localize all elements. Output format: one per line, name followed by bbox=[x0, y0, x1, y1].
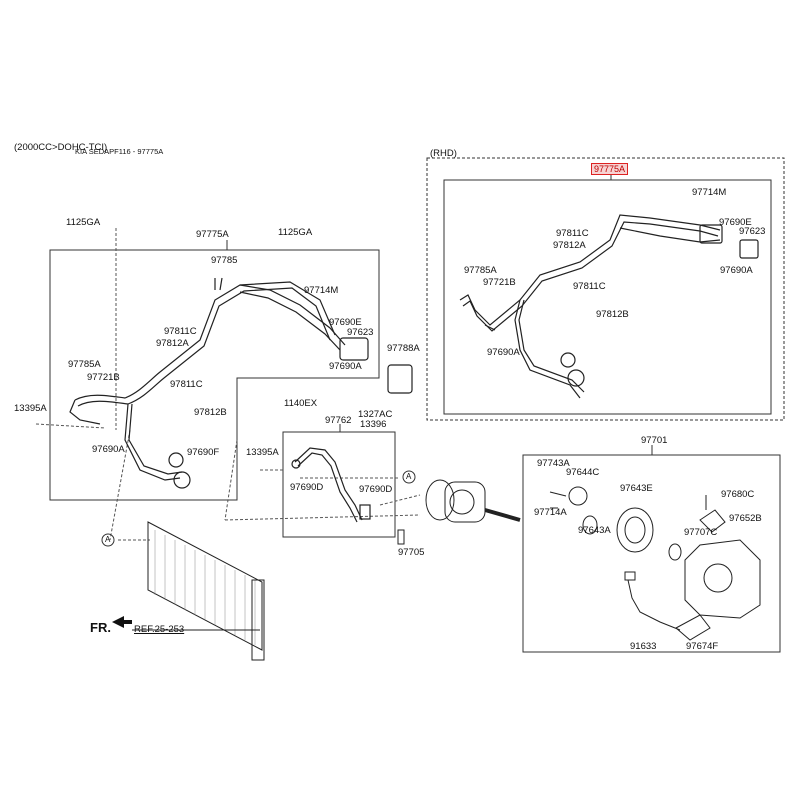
part-label-97690D-a[interactable]: 97690D bbox=[290, 482, 324, 493]
rhd-title: (RHD) bbox=[430, 148, 457, 159]
part-label-97785A-rhd[interactable]: 97785A bbox=[464, 265, 497, 276]
part-label-97674F[interactable]: 97674F bbox=[686, 641, 719, 652]
part-label-97788A[interactable]: 97788A bbox=[387, 343, 420, 354]
part-label-97743A[interactable]: 97743A bbox=[537, 458, 570, 469]
part-label-97812B-rhd[interactable]: 97812B bbox=[596, 309, 629, 320]
callout-a-label-mid: A bbox=[406, 472, 412, 481]
ref-link-25-253[interactable]: REF.25-253 bbox=[134, 624, 185, 635]
callout-a-label-bottom: A bbox=[105, 535, 111, 544]
front-arrow-icon bbox=[112, 616, 132, 628]
part-label-97812A-rhd[interactable]: 97812A bbox=[553, 240, 586, 251]
part-label-97714A[interactable]: 97714A bbox=[534, 507, 567, 518]
engine-spec: (2000CC>DOHC-TCI) bbox=[14, 142, 108, 153]
part-label-97785[interactable]: 97785 bbox=[211, 255, 238, 266]
part-label-97643A[interactable]: 97643A bbox=[578, 525, 611, 536]
highlighted-part-97775A[interactable]: 97775A bbox=[591, 163, 629, 175]
part-label-97775A[interactable]: 97775A bbox=[196, 229, 229, 240]
part-label-97701[interactable]: 97701 bbox=[641, 435, 668, 446]
part-label-1125GA-right[interactable]: 1125GA bbox=[278, 227, 313, 238]
part-label-97811C-b[interactable]: 97811C bbox=[170, 379, 203, 390]
part-label-97714M[interactable]: 97714M bbox=[304, 285, 339, 296]
part-label-97707C[interactable]: 97707C bbox=[684, 527, 718, 538]
part-label-97812B[interactable]: 97812B bbox=[194, 407, 227, 418]
lhd-main-box bbox=[49, 249, 380, 501]
part-label-97690A-right[interactable]: 97690A bbox=[329, 361, 362, 372]
part-label-1125GA-left[interactable]: 1125GA bbox=[66, 217, 101, 228]
part-label-97644C[interactable]: 97644C bbox=[566, 467, 600, 478]
part-label-97623[interactable]: 97623 bbox=[347, 327, 374, 338]
part-label-97705[interactable]: 97705 bbox=[398, 547, 425, 558]
front-direction-label: FR. bbox=[90, 620, 111, 635]
part-label-97811C-a[interactable]: 97811C bbox=[164, 326, 197, 337]
part-label-91633[interactable]: 91633 bbox=[630, 641, 657, 652]
part-label-97811C-rhd-b[interactable]: 97811C bbox=[573, 281, 606, 292]
part-label-97643E[interactable]: 97643E bbox=[620, 483, 653, 494]
part-label-97690E-rhd[interactable]: 97690E bbox=[719, 217, 752, 228]
part-label-97690F[interactable]: 97690F bbox=[187, 447, 220, 458]
part-label-97690D-b[interactable]: 97690D bbox=[359, 484, 393, 495]
part-label-97690A-rhd-bottom[interactable]: 97690A bbox=[487, 347, 520, 358]
part-label-1140EX[interactable]: 1140EX bbox=[284, 398, 318, 409]
part-label-97680C[interactable]: 97680C bbox=[721, 489, 755, 500]
part-label-13396[interactable]: 13396 bbox=[360, 419, 387, 430]
part-label-97690E[interactable]: 97690E bbox=[329, 317, 362, 328]
part-label-13395A-left[interactable]: 13395A bbox=[14, 403, 47, 414]
part-label-97690A-left[interactable]: 97690A bbox=[92, 444, 125, 455]
hose-97762-box bbox=[282, 431, 396, 538]
callout-a-mid bbox=[402, 470, 416, 484]
ref-line: KIA SEDAPF116 - 97775A bbox=[75, 147, 164, 156]
part-label-97623-rhd[interactable]: 97623 bbox=[739, 226, 766, 237]
part-label-97812A[interactable]: 97812A bbox=[156, 338, 189, 349]
condenser bbox=[147, 521, 263, 651]
callout-a-bottom bbox=[101, 533, 115, 547]
part-label-97811C-rhd-a[interactable]: 97811C bbox=[556, 228, 589, 239]
part-label-1327AC[interactable]: 1327AC bbox=[358, 409, 393, 420]
part-label-97714M-rhd[interactable]: 97714M bbox=[692, 187, 727, 198]
part-label-97690A-rhd-top[interactable]: 97690A bbox=[720, 265, 753, 276]
part-label-97721B-rhd[interactable]: 97721B bbox=[483, 277, 516, 288]
part-label-97762[interactable]: 97762 bbox=[325, 415, 352, 426]
part-label-97652B[interactable]: 97652B bbox=[729, 513, 762, 524]
rhd-dashed-box bbox=[426, 157, 785, 421]
part-label-13395A-mid[interactable]: 13395A bbox=[246, 447, 279, 458]
rhd-inner-box bbox=[443, 179, 772, 415]
part-label-97785A[interactable]: 97785A bbox=[68, 359, 101, 370]
part-label-97721B[interactable]: 97721B bbox=[87, 372, 120, 383]
